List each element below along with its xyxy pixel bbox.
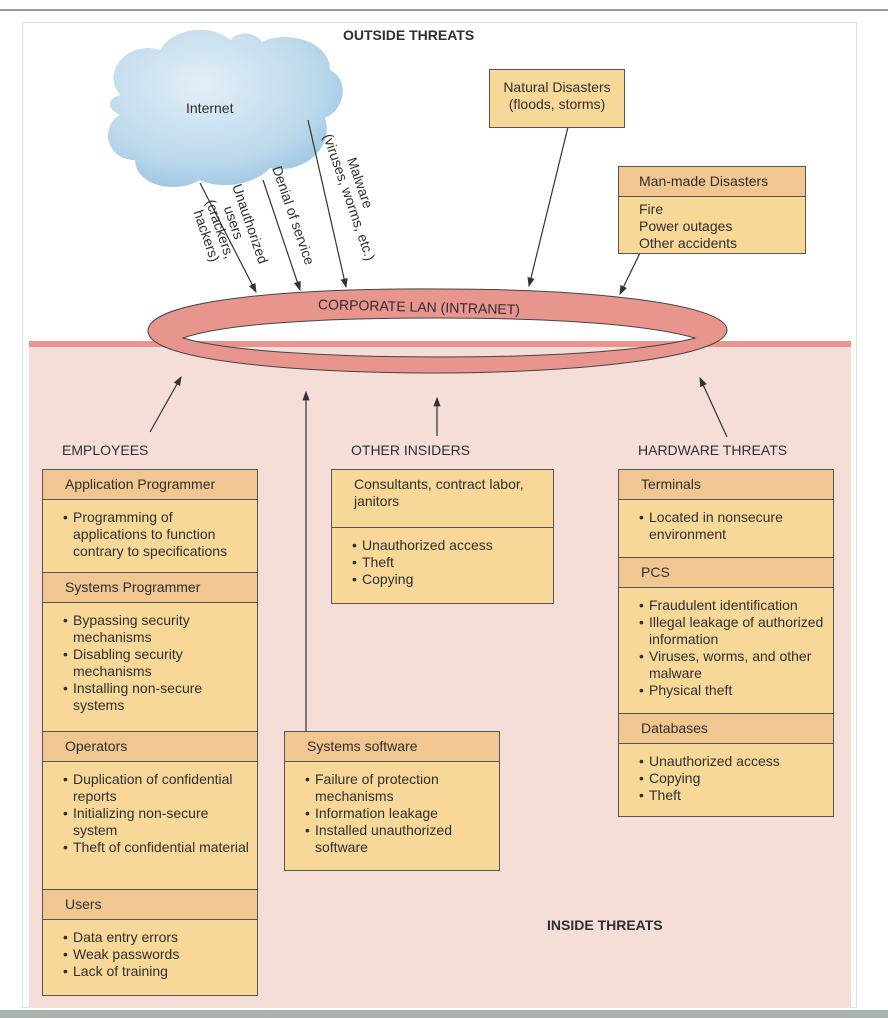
arrow-malware	[307, 119, 348, 289]
list-item: Copying	[639, 770, 825, 787]
list-item: Duplication of confidential reports	[63, 771, 249, 805]
arrow-denial-of-service	[262, 179, 301, 292]
outside-threats-title: OUTSIDE THREATS	[343, 27, 475, 43]
section-body: Programming of applications to function …	[43, 500, 257, 573]
section-header: Operators	[43, 732, 257, 762]
list-item: Data entry errors	[63, 929, 249, 946]
list-item: Information leakage	[305, 805, 491, 822]
section-body: Data entry errorsWeak passwordsLack of t…	[43, 920, 257, 988]
list-item: Programming of applications to function …	[63, 509, 249, 560]
list-item: Theft	[352, 554, 545, 571]
section-header: Natural Disasters (floods, storms)	[490, 70, 624, 122]
cloud-label: Internet	[186, 100, 234, 116]
corporate-lan-ring	[147, 288, 728, 374]
other-insiders-box: Consultants, contract labor, janitorsUna…	[331, 469, 554, 604]
section-body: Fraudulent identificationIllegal leakage…	[619, 588, 833, 714]
window-bottom-border	[0, 1010, 888, 1018]
window-top-border	[0, 9, 888, 11]
employees-title: EMPLOYEES	[62, 442, 149, 458]
hardware-threats-title: HARDWARE THREATS	[638, 442, 788, 458]
section-body: Located in nonsecure environment	[619, 500, 833, 558]
arrow-employees	[149, 375, 182, 433]
natural-disasters-box: Natural Disasters (floods, storms)	[489, 69, 625, 128]
section-body: Unauthorized accessTheftCopying	[332, 528, 553, 596]
arrow-manmade-disasters	[619, 252, 641, 296]
list-item: Illegal leakage of authorized informatio…	[639, 614, 825, 648]
list-item: Theft	[639, 787, 825, 804]
employees-box: Application ProgrammerProgramming of app…	[42, 469, 258, 996]
list-item: Lack of training	[63, 963, 249, 980]
list-item: Power outages	[639, 218, 733, 234]
arrow-unauthorized-users	[199, 182, 257, 294]
list-item: Located in nonsecure environment	[639, 509, 825, 543]
systems-software-box: Systems softwareFailure of protection me…	[284, 731, 500, 871]
arrow-hardware	[699, 376, 728, 438]
list-item: Initializing non-secure system	[63, 805, 249, 839]
list-item: Copying	[352, 571, 545, 588]
list-item: Viruses, worms, and other malware	[639, 648, 825, 682]
list-item: Failure of protection mechanisms	[305, 771, 491, 805]
section-header: PCS	[619, 558, 833, 588]
list-item: Unauthorized access	[639, 753, 825, 770]
section-body: Bypassing security mechanismsDisabling s…	[43, 603, 257, 732]
section-header: Systems Programmer	[43, 573, 257, 603]
list-item: Installing non-secure systems	[63, 680, 249, 714]
ring-label: CORPORATE LAN (INTRANET)	[318, 296, 520, 317]
list-item: Disabling security mechanisms	[63, 646, 249, 680]
other-insiders-title: OTHER INSIDERS	[351, 442, 471, 458]
svg-text:Denial of service: Denial of service	[269, 164, 318, 267]
section-header: Systems software	[285, 732, 499, 762]
list-item: Fraudulent identification	[639, 597, 825, 614]
list-item: Fire	[639, 201, 664, 217]
section-body: Duplication of confidential reportsIniti…	[43, 762, 257, 890]
threat-label-dos: Denial of service	[269, 164, 318, 267]
section-header: Consultants, contract labor, janitors	[332, 470, 553, 528]
list-item: Bypassing security mechanisms	[63, 612, 249, 646]
section-header: Users	[43, 890, 257, 920]
section-header: Databases	[619, 714, 833, 744]
list-item: Physical theft	[639, 682, 825, 699]
threat-label-malware: Malware (viruses, worms, etc.)	[320, 132, 378, 263]
section-header: Terminals	[619, 470, 833, 500]
section-body: Unauthorized accessCopyingTheft	[619, 744, 833, 812]
inside-threats-title: INSIDE THREATS	[547, 917, 663, 933]
list-item: Theft of confidential material	[63, 839, 249, 856]
list-item: Unauthorized access	[352, 537, 545, 554]
threat-label-unauthorized: Unauthorized users (crackers, hackers)	[191, 182, 272, 266]
cloud-icon	[108, 29, 343, 188]
hardware-threats-box: TerminalsLocated in nonsecure environmen…	[618, 469, 834, 817]
list-item: Weak passwords	[63, 946, 249, 963]
section-body: Failure of protection mechanismsInformat…	[285, 762, 499, 864]
list-item: Other accidents	[639, 235, 738, 251]
arrow-natural-disasters	[527, 126, 569, 288]
list-item: Installed unauthorized software	[305, 822, 491, 856]
perimeter-line	[29, 341, 851, 347]
section-header: Man-made Disasters	[619, 167, 805, 197]
section-header: Application Programmer	[43, 470, 257, 500]
